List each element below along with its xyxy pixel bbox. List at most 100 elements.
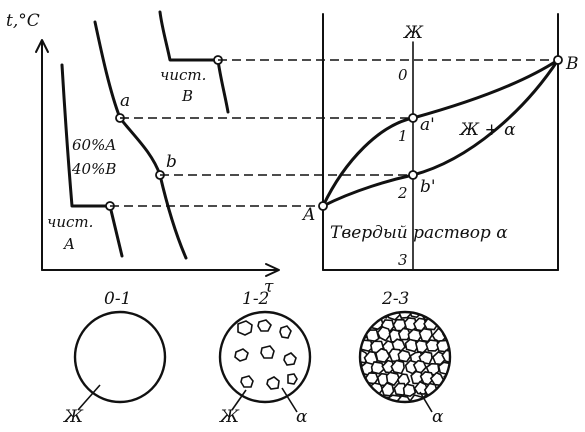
alpha-grain [405,406,418,418]
alpha-grain [414,407,427,419]
alpha-grain [404,338,419,353]
alpha-crystal [234,348,249,362]
alpha-grain [360,317,363,331]
x-axis-label: τ [264,277,274,297]
micro-range-1-2: 1-2 [242,289,269,309]
cooling-curves-panel: t,°C τ чист. B a b 60%A 40%B чист. A [6,10,280,297]
liquid-marker: Ж [403,23,424,43]
alpha-crystal [240,375,254,388]
pure-b-cooling-curve [158,10,230,114]
microstructure-row: 0-1 Ж 1-2 Ж α 2-3 [63,289,472,427]
alpha-grain [342,307,355,320]
alpha-grain [455,309,468,320]
alloy-cooling-curve [93,20,188,260]
y-axis-arrow [35,39,49,53]
alpha-grain [360,406,373,419]
alpha-grain [371,407,384,418]
pure-a-label-1: чист. [47,213,93,231]
alpha-grain [402,383,417,398]
alpha-grain [345,375,358,386]
point-b-prime [408,170,418,180]
alpha-grain [390,359,405,375]
alpha-grain [360,393,368,402]
alpha-grain [376,325,392,342]
projection-lines [110,59,558,207]
solidus-curve [321,58,560,208]
alpha-grain [360,381,363,397]
alpha-grain [365,394,380,402]
alpha-grain [447,317,450,331]
x-axis-arrow [265,263,280,277]
alpha-grain [360,296,372,308]
point-B-label: B [565,54,579,74]
alloy-label-1: 60%A [72,136,116,154]
alpha-crystal [279,325,292,339]
alpha-crystal [237,320,253,336]
pure-b-label-1: чист. [160,66,206,84]
alpha-crystal [266,376,280,390]
alpha-grain [454,328,466,340]
alpha-grain [459,408,472,420]
level-2: 2 [397,184,408,202]
alpha-grain [429,392,443,402]
alpha-grain [454,374,466,386]
alpha-grain [459,319,472,332]
alpha-grain [366,312,381,321]
micro-leader-liquid-2 [231,389,247,411]
alpha-grain [414,295,427,308]
alpha-grain [443,395,450,402]
alpha-crystal [260,345,275,359]
pure-a-label-2: A [62,235,75,253]
micro-solid-alpha-label: α [432,407,444,427]
alpha-grain [381,406,393,419]
alpha-grain [349,296,361,308]
alpha-grain [385,371,401,387]
micro-range-2-3: 2-3 [381,289,409,309]
point-pure-a [318,201,328,211]
micro-liquid-label: Ж [63,407,84,427]
alloy-point-a-label: a [120,91,130,111]
alpha-grain [426,295,439,308]
point-pure-b [553,55,563,65]
alpha-grain [448,383,450,397]
alpha-crystal [257,319,272,332]
alpha-grain [455,350,467,362]
alpha-grain [425,339,440,352]
alpha-grain [448,361,450,377]
alpha-grain [394,405,407,417]
alpha-grain [454,396,467,409]
micro-leader-alpha-2 [419,391,433,413]
alpha-crystals-group [234,319,298,390]
alpha-grain [442,312,450,321]
micro-two-phase-liquid-label: Ж [219,407,240,427]
alpha-grain [375,347,391,363]
two-phase-region-label: Ж + α [459,120,516,140]
solid-solution-label: Твердый раствор α [330,223,508,243]
alpha-grain [458,361,471,374]
alpha-grain [437,295,449,308]
point-b-prime-label: b' [420,177,436,197]
liquidus-curve [321,58,560,208]
micro-circle-solid [358,310,452,404]
alloy-label-2: 40%B [71,160,116,178]
micro-circle-liquid [73,310,167,404]
micro-leader-liquid [77,384,101,411]
micro-leader-alpha-1 [281,387,298,413]
alpha-grain [397,349,412,363]
alloy-point-b-label: b [166,152,177,172]
level-3: 3 [398,251,408,269]
alpha-grain [346,349,358,361]
alpha-crystal [287,373,298,385]
alpha-grain [460,383,472,395]
alpha-grain [343,328,356,339]
alpha-grain [447,337,450,353]
pure-a-cooling-curve [60,63,124,258]
micro-two-phase-alpha-label: α [296,407,308,427]
alpha-grain [458,298,472,310]
alpha-grain [450,406,462,418]
micro-range-0-1: 0-1 [104,289,131,309]
alpha-grain [380,382,395,397]
alpha-grain [370,361,386,375]
point-a-prime-label: a' [420,115,435,135]
